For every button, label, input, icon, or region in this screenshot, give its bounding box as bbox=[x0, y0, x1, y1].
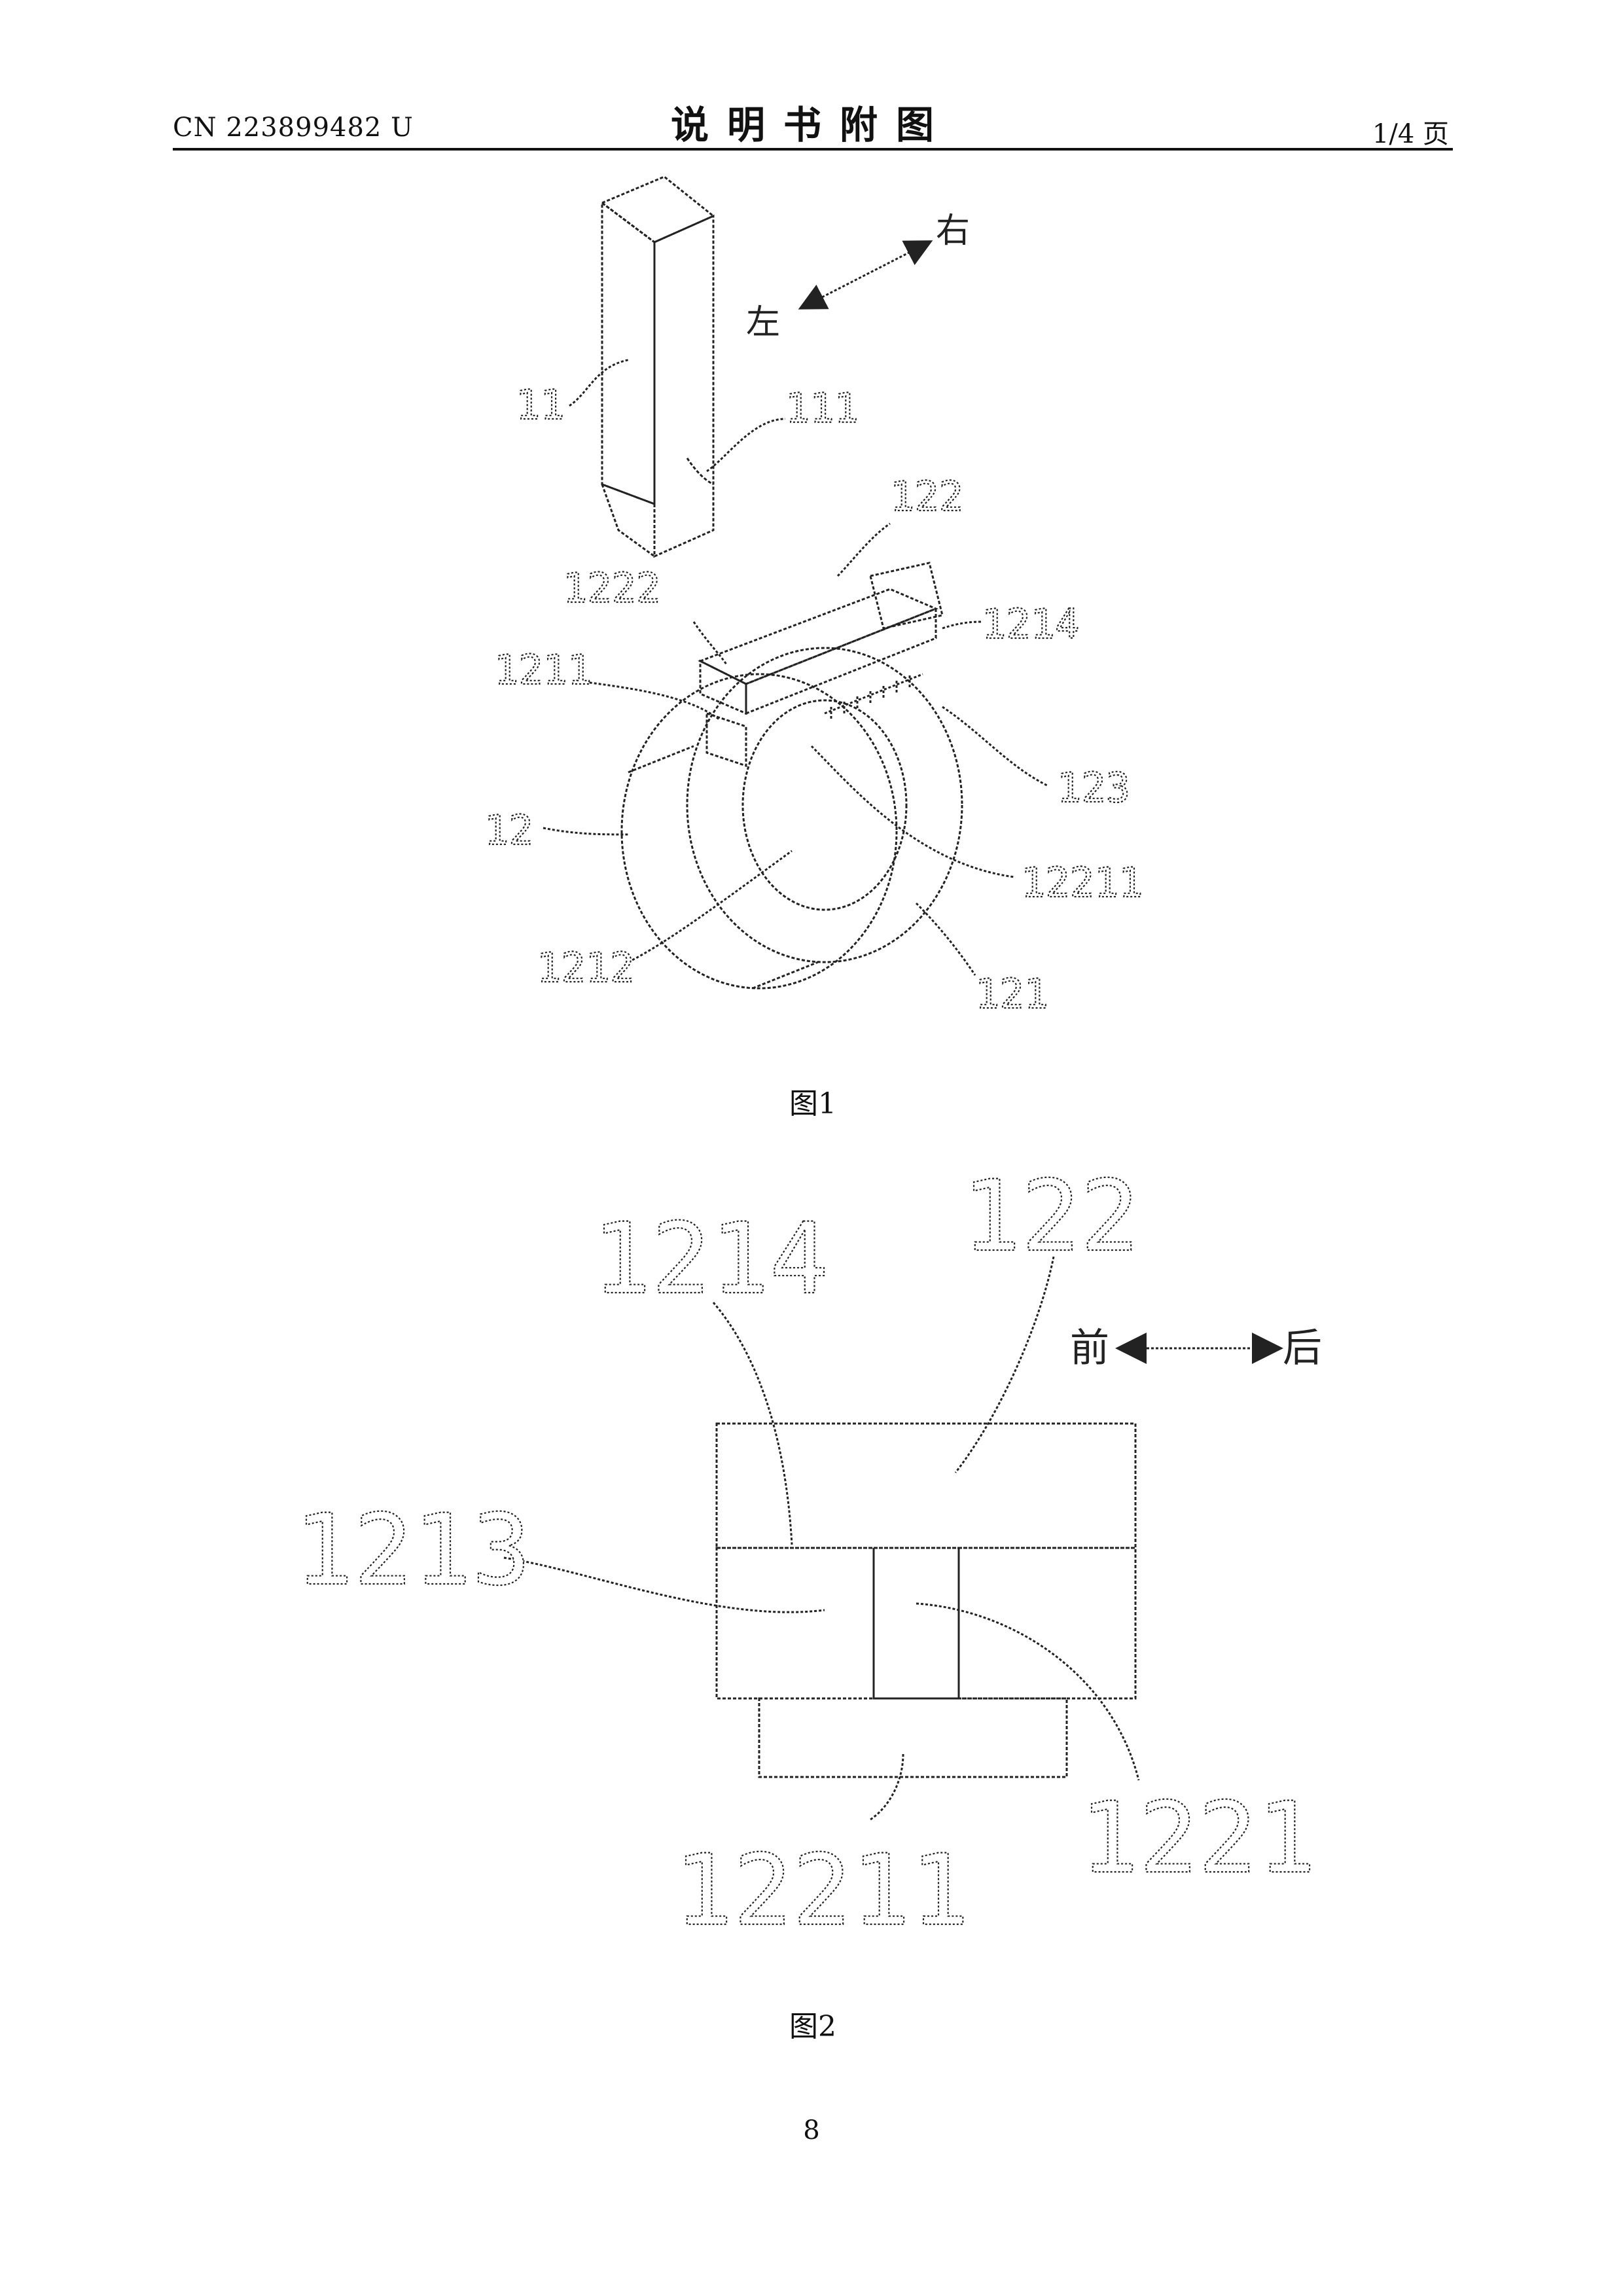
part-11-bar bbox=[602, 177, 713, 556]
label-1211: 1211 bbox=[494, 646, 592, 694]
label-1222: 1222 bbox=[563, 564, 660, 612]
figure-2-caption: 图2 bbox=[789, 2003, 836, 2045]
label-122: 122 bbox=[890, 473, 963, 520]
figure-2-leaders bbox=[504, 1257, 1139, 1820]
label-1214: 1214 bbox=[982, 600, 1079, 648]
direction-right-label: 右 bbox=[936, 211, 970, 251]
direction-back-label: 后 bbox=[1283, 1325, 1322, 1371]
label-1212: 1212 bbox=[537, 944, 634, 992]
figure-1-labels: 11 111 122 1222 1214 1211 123 12 12211 1… bbox=[484, 381, 1143, 1018]
label-122-fig2: 122 bbox=[962, 1160, 1139, 1274]
cross-section bbox=[717, 1424, 1135, 1777]
label-11: 11 bbox=[516, 381, 565, 429]
rack-teeth bbox=[825, 674, 923, 720]
figure-1-drawing: 左 右 bbox=[0, 0, 1623, 1126]
label-111: 111 bbox=[785, 384, 859, 432]
figure-1-caption: 图1 bbox=[789, 1080, 836, 1122]
direction-indicator-left-right: 左 右 bbox=[746, 211, 970, 342]
label-121: 121 bbox=[975, 970, 1048, 1018]
label-12211: 12211 bbox=[1021, 859, 1143, 906]
direction-left-label: 左 bbox=[746, 303, 780, 342]
figure-2-labels: 1214 122 1213 1221 12211 bbox=[294, 1160, 1316, 1948]
figure-2-drawing: 前 后 1214 122 1213 1221 12211 bbox=[0, 1152, 1623, 1990]
label-1214-fig2: 1214 bbox=[592, 1202, 829, 1316]
label-12: 12 bbox=[484, 806, 533, 854]
label-123: 123 bbox=[1057, 764, 1130, 812]
direction-indicator-front-back: 前 后 bbox=[1070, 1325, 1322, 1371]
label-1221: 1221 bbox=[1080, 1782, 1316, 1895]
section-1213-right bbox=[959, 1548, 1135, 1698]
part-12-ring bbox=[622, 648, 962, 988]
page-number: 8 bbox=[0, 2115, 1623, 2145]
part-122-slide-block bbox=[700, 563, 942, 766]
direction-front-label: 前 bbox=[1070, 1325, 1109, 1371]
figure-1-leaders bbox=[543, 360, 1047, 975]
label-12211-fig2: 12211 bbox=[674, 1834, 970, 1948]
label-1213: 1213 bbox=[294, 1494, 531, 1607]
section-1213-left bbox=[717, 1548, 874, 1698]
